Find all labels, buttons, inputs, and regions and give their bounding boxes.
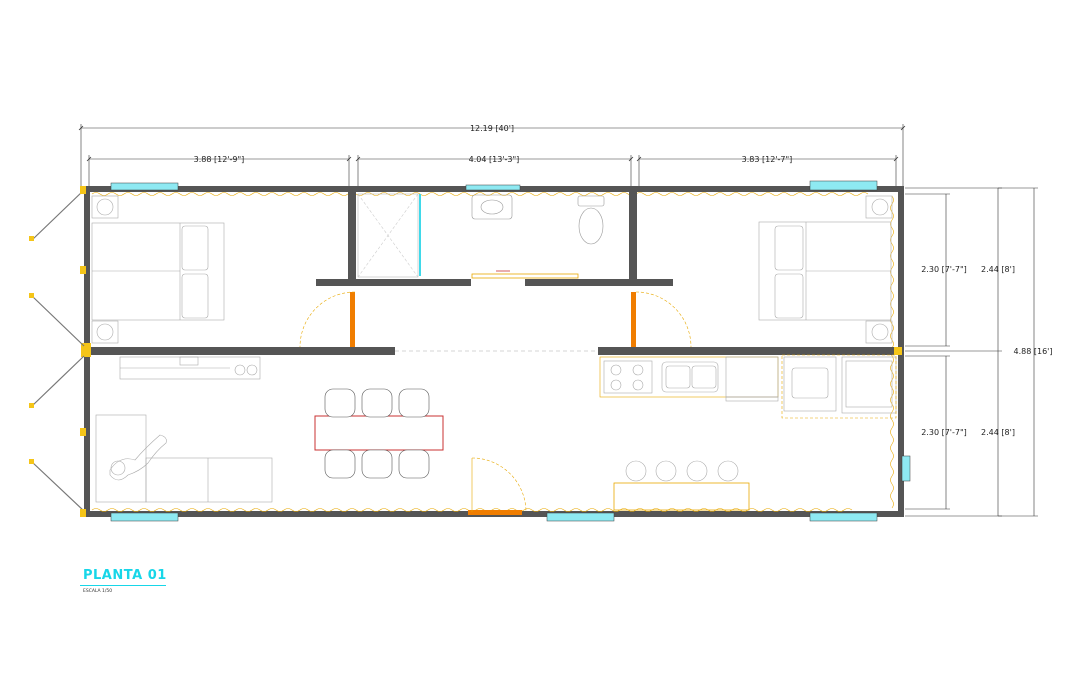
doors [81, 291, 902, 515]
bed-right [758, 195, 893, 344]
kitchen-counter [599, 356, 897, 414]
shutter-hinges [29, 186, 86, 517]
dim-module-height-bottom: 2.44 [8'] [981, 428, 1015, 437]
dim-overall-width: 4.88 [16'] [1014, 347, 1053, 356]
dining-table [314, 415, 444, 451]
dim-module-height-top: 2.44 [8'] [981, 265, 1015, 274]
bathroom-sliding-door [471, 270, 579, 279]
dim-room-center: 4.04 [13'-3"] [469, 155, 520, 164]
bathroom [357, 193, 605, 278]
dim-room-left: 3.88 [12'-9"] [194, 155, 245, 164]
sofa [95, 414, 273, 503]
plan-title: PLANTA 01 [83, 568, 167, 583]
dining-chairs [324, 388, 430, 479]
interior-walls [90, 192, 898, 355]
dim-inner-height-top: 2.30 [7'-7"] [921, 265, 967, 274]
plan-title-underline [80, 585, 166, 586]
windows [110, 180, 911, 522]
kitchen-island [613, 460, 750, 511]
dim-room-right: 3.83 [12'-7"] [742, 155, 793, 164]
dimension-ticks [78, 125, 906, 162]
dim-overall-length: 12.19 [40'] [470, 124, 514, 133]
kitchen-cabinet-outline [781, 354, 897, 419]
exterior-shutters [31, 189, 85, 512]
dimension-lines [80, 124, 1038, 517]
bed-left [91, 195, 225, 344]
tv-unit [119, 356, 261, 380]
dim-inner-height-bottom: 2.30 [7'-7"] [921, 428, 967, 437]
plan-scale: ESCALA 1/50 [83, 589, 113, 594]
